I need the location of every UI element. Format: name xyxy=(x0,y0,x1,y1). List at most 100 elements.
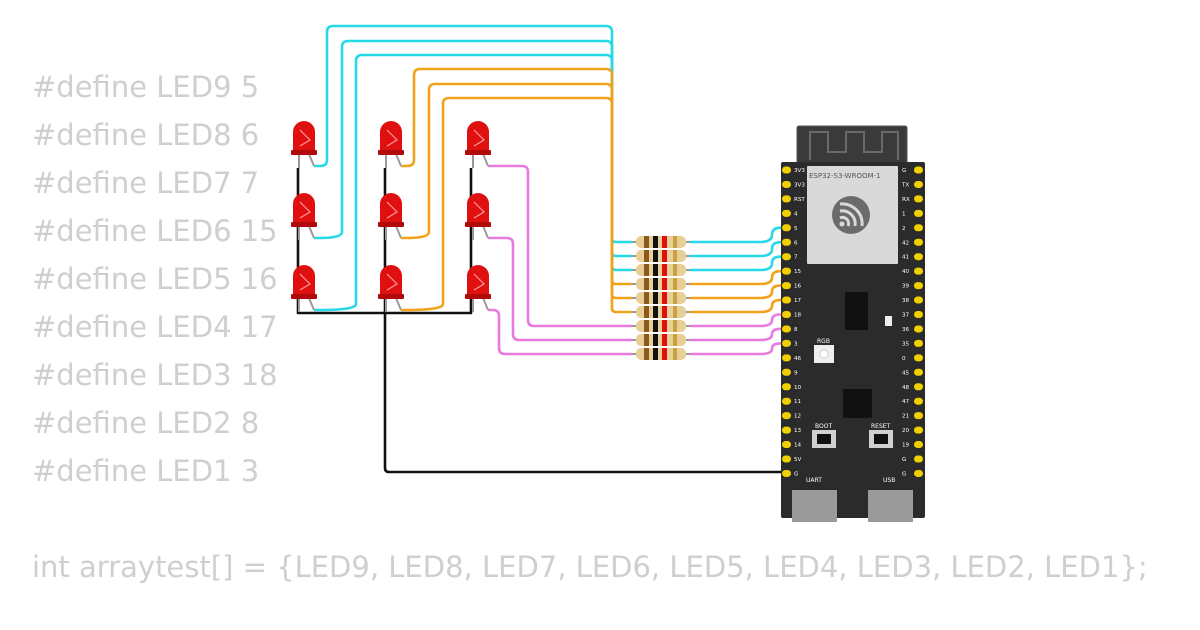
usb-port[interactable] xyxy=(868,490,913,522)
led-leg-anode xyxy=(308,297,315,311)
right-pin-18 xyxy=(914,426,923,434)
right-pin-label-3: 1 xyxy=(902,211,906,217)
resistor-band-gold xyxy=(673,278,677,290)
led-rim xyxy=(291,294,317,299)
right-pin-label-10: 37 xyxy=(902,313,910,319)
resistor-band-black xyxy=(653,292,658,304)
right-pin-6 xyxy=(914,253,923,261)
right-pin-17 xyxy=(914,412,923,420)
uart-label: UART xyxy=(806,477,822,484)
red-led-1 xyxy=(378,121,404,168)
left-pin-20 xyxy=(782,455,791,463)
led-rim xyxy=(378,294,404,299)
right-pin-label-14: 45 xyxy=(902,370,910,376)
right-pin-12 xyxy=(914,339,923,347)
right-pin-3 xyxy=(914,209,923,217)
right-pin-19 xyxy=(914,441,923,449)
wire-led-5 xyxy=(401,96,632,314)
left-pin-label-16: 11 xyxy=(794,399,802,405)
red-led-5 xyxy=(465,193,491,240)
wires-layer xyxy=(296,24,787,474)
resistor-body xyxy=(636,292,686,304)
resistor-band-red xyxy=(662,320,667,332)
code-define-led3: #define LED3 18 xyxy=(32,358,278,392)
resistor-band-red xyxy=(662,236,667,248)
led-body xyxy=(380,193,402,224)
led-rim xyxy=(291,150,317,155)
antenna-trace xyxy=(809,131,899,160)
code-define-led1: #define LED1 3 xyxy=(32,454,260,488)
left-pin-14 xyxy=(782,368,791,376)
resistor-band-red xyxy=(662,250,667,262)
right-pin-20 xyxy=(914,455,923,463)
resistor-body xyxy=(636,278,686,290)
resistor-band-gold xyxy=(673,334,677,346)
left-pin-3 xyxy=(782,209,791,217)
red-led-6 xyxy=(291,265,317,312)
left-pin-label-1: 3V3 xyxy=(794,182,805,188)
left-pin-8 xyxy=(782,282,791,290)
led-highlight xyxy=(299,201,311,219)
right-pin-14 xyxy=(914,368,923,376)
resistor-band-brown xyxy=(644,320,649,332)
right-pin-label-13: 0 xyxy=(902,356,906,362)
wire-res-to-pin-0 xyxy=(690,226,787,244)
resistor-band-brown xyxy=(644,306,649,318)
left-pin-5 xyxy=(782,238,791,246)
left-pin-13 xyxy=(782,354,791,362)
rgb-led-lens xyxy=(819,349,829,359)
resistor-band-black xyxy=(653,236,658,248)
left-pin-label-11: 8 xyxy=(794,327,798,333)
left-pin-label-13: 46 xyxy=(794,356,802,362)
wire-res-to-pin-7 xyxy=(690,327,787,342)
left-pin-label-19: 14 xyxy=(794,443,802,449)
right-pin-label-5: 42 xyxy=(902,240,909,246)
wire-res-to-pin-1 xyxy=(690,240,787,258)
resistor-band-red xyxy=(662,334,667,346)
usb-uart-chip xyxy=(843,389,872,418)
right-pin-label-7: 40 xyxy=(902,269,910,275)
led-body xyxy=(380,121,402,152)
left-pin-label-2: RST xyxy=(794,197,805,203)
uart-usb-port[interactable] xyxy=(792,490,837,522)
right-pin-label-8: 39 xyxy=(902,284,910,290)
right-pin-9 xyxy=(914,296,923,304)
resistor-band-brown xyxy=(644,236,649,248)
boot-button-cap[interactable] xyxy=(817,434,831,444)
wire-res-to-pin-3 xyxy=(690,269,787,286)
reset-label: RESET xyxy=(871,423,891,430)
resistor-band-brown xyxy=(644,250,649,262)
left-pin-11 xyxy=(782,325,791,333)
led-body xyxy=(293,193,315,224)
left-pin-9 xyxy=(782,296,791,304)
right-pin-7 xyxy=(914,267,923,275)
left-pin-16 xyxy=(782,397,791,405)
right-pin-label-21: G xyxy=(902,471,906,477)
esp32-s3-board[interactable]: ESP32-S3-WROOM-1 RGB BOOT RESET UART USB… xyxy=(781,125,925,522)
left-pin-21 xyxy=(782,469,791,477)
led-leg-anode xyxy=(308,225,315,239)
resistor-6 xyxy=(632,320,690,332)
resistor-1 xyxy=(632,250,690,262)
code-define-led2: #define LED2 8 xyxy=(32,406,260,440)
usb-label: USB xyxy=(883,477,895,484)
module-label: ESP32-S3-WROOM-1 xyxy=(809,172,880,180)
right-pin-label-15: 48 xyxy=(902,385,910,391)
reset-button-cap[interactable] xyxy=(874,434,888,444)
regulator-chip xyxy=(845,292,868,330)
right-pin-label-1: TX xyxy=(901,182,909,188)
resistor-4 xyxy=(632,292,690,304)
resistor-body xyxy=(636,348,686,360)
resistor-band-gold xyxy=(673,348,677,360)
resistor-band-red xyxy=(662,292,667,304)
right-pin-8 xyxy=(914,282,923,290)
right-pin-label-12: 35 xyxy=(902,341,910,347)
resistor-body xyxy=(636,306,686,318)
led-leg-anode xyxy=(482,297,489,311)
right-pin-10 xyxy=(914,311,923,318)
resistor-body xyxy=(636,334,686,346)
led-rim xyxy=(465,150,491,155)
red-led-4 xyxy=(378,193,404,240)
resistor-band-red xyxy=(662,348,667,360)
